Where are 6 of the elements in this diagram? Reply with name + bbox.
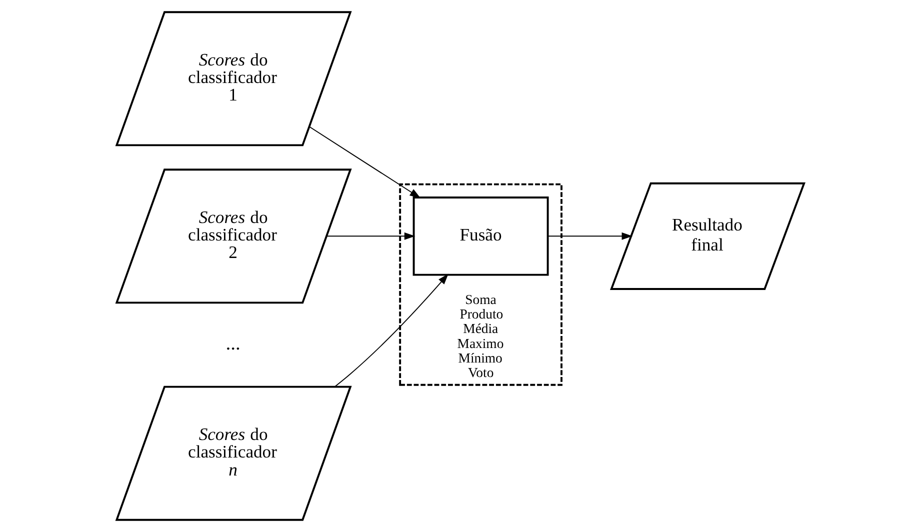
arrow — [326, 232, 415, 240]
node-box: Fusão — [412, 196, 548, 276]
arrow — [547, 232, 632, 240]
arrow — [334, 274, 448, 388]
label: ... — [225, 334, 240, 355]
arrow — [308, 126, 420, 198]
